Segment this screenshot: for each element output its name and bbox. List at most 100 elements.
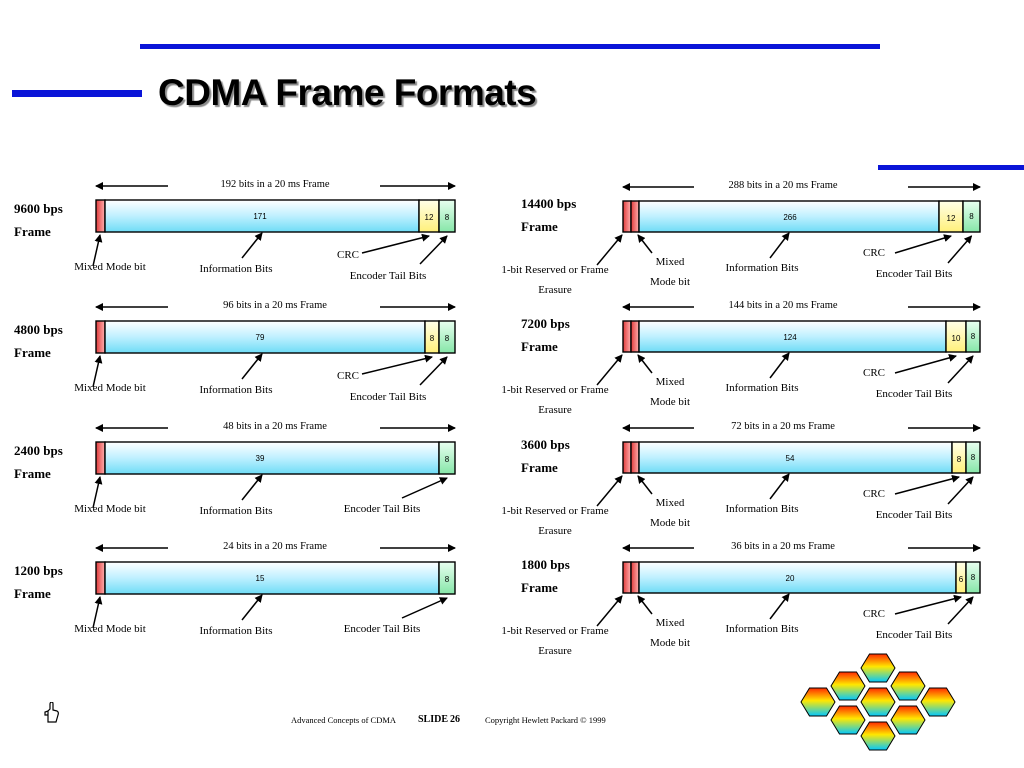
mixed-mode-bit-box	[95, 561, 106, 595]
frame-word: Frame	[14, 586, 51, 601]
information-bits-label: Information Bits	[725, 503, 799, 515]
crc-pointer	[361, 354, 433, 375]
frame-word: Frame	[521, 219, 558, 234]
tail-bits-pointer	[947, 596, 974, 625]
reserved-bit-box	[622, 200, 632, 233]
tail-bits-count: 8	[444, 455, 450, 464]
information-bits-pointer	[769, 593, 790, 620]
tail-bits-count: 8	[444, 213, 450, 222]
tail-bits-box	[965, 320, 981, 353]
frame-word: Frame	[521, 339, 558, 354]
reserved-label-line2: Erasure	[538, 525, 572, 537]
crc-label: CRC	[863, 247, 886, 259]
information-bits-label: Information Bits	[199, 263, 273, 275]
tail-bits-label: Encoder Tail Bits	[349, 391, 427, 403]
span-label: 144 bits in a 20 ms Frame	[728, 300, 838, 311]
slide-footer: Advanced Concepts of CDMA SLIDE 26 Copyr…	[0, 714, 1024, 730]
honeycomb-cell	[920, 687, 956, 717]
information-bits-label: Information Bits	[199, 625, 273, 637]
tail-bits-box	[438, 320, 456, 354]
tail-bits-pointer	[947, 476, 974, 505]
footer-slide-number: 26	[450, 714, 460, 725]
tail-bits-box	[965, 561, 981, 594]
frame-word: Frame	[14, 224, 51, 239]
mixed-mode-label-line2: Mode bit	[649, 517, 691, 529]
information-bits-pointer	[241, 232, 263, 259]
mixed-mode-label: Mixed Mode bit	[74, 623, 146, 635]
honeycomb-cell	[860, 721, 896, 751]
crc-bits-count: 8	[429, 334, 435, 343]
reserved-label: 1-bit Reserved or Frame	[501, 625, 609, 637]
reserved-label: 1-bit Reserved or Frame	[501, 264, 609, 276]
mixed-mode-pointer	[92, 476, 103, 509]
reserved-label-line2: Erasure	[538, 645, 572, 657]
mixed-mode-label: Mixed	[655, 617, 685, 629]
crc-label: CRC	[863, 367, 886, 379]
mixed-mode-label: Mixed	[655, 376, 685, 388]
tail-bits-count: 8	[970, 573, 976, 582]
crc-label: CRC	[863, 488, 886, 500]
mixed-mode-bit-box	[630, 561, 640, 594]
reserved-pointer	[596, 595, 623, 627]
footer-slide-label: SLIDE	[418, 714, 449, 725]
tail-bits-pointer	[419, 235, 448, 265]
tail-bits-pointer	[947, 355, 974, 384]
frame-word: Frame	[14, 345, 51, 360]
info-bits-count: 39	[255, 454, 265, 463]
rate-label: 9600 bps	[14, 201, 63, 216]
crc-bits-count: 12	[946, 214, 956, 223]
tail-bits-box	[438, 199, 456, 233]
span-label: 36 bits in a 20 ms Frame	[731, 541, 835, 552]
information-bits-label: Information Bits	[199, 505, 273, 517]
reserved-bit-box	[622, 441, 632, 474]
mixed-mode-pointer	[92, 596, 103, 629]
mixed-mode-pointer	[637, 595, 653, 615]
crc-label: CRC	[863, 608, 886, 620]
crc-pointer	[361, 233, 430, 254]
honeycomb-cell	[890, 671, 926, 701]
crc-bits-count: 6	[958, 575, 964, 584]
rate-label: 14400 bps	[521, 196, 577, 211]
info-bits-count: 79	[255, 333, 265, 342]
tail-bits-count: 8	[444, 575, 450, 584]
information-bits-label: Information Bits	[725, 382, 799, 394]
honeycomb-cell	[890, 705, 926, 735]
rate-label: 3600 bps	[521, 437, 570, 452]
mixed-mode-label-line2: Mode bit	[649, 637, 691, 649]
information-bits-pointer	[769, 232, 790, 259]
tail-bits-pointer	[947, 235, 973, 264]
tail-bits-box	[962, 200, 981, 233]
crc-pointer	[894, 354, 957, 374]
mixed-mode-label: Mixed Mode bit	[74, 382, 146, 394]
footer-copyright: Copyright Hewlett Packard © 1999	[485, 715, 606, 725]
pointing-hand-icon[interactable]	[44, 702, 60, 724]
information-bits-label: Information Bits	[725, 623, 799, 635]
span-label: 72 bits in a 20 ms Frame	[731, 421, 835, 432]
mixed-mode-label: Mixed	[655, 256, 685, 268]
reserved-label-line2: Erasure	[538, 284, 572, 296]
information-bits-pointer	[241, 594, 263, 621]
mixed-mode-label-line2: Mode bit	[649, 276, 691, 288]
reserved-label: 1-bit Reserved or Frame	[501, 505, 609, 517]
reserved-pointer	[596, 234, 623, 266]
crc-pointer	[894, 594, 962, 615]
span-label: 288 bits in a 20 ms Frame	[728, 180, 838, 191]
tail-bits-label: Encoder Tail Bits	[875, 629, 953, 641]
honeycomb-logo-icon	[800, 653, 956, 751]
tail-bits-count: 8	[969, 212, 974, 221]
mixed-mode-pointer	[637, 354, 653, 374]
footer-course: Advanced Concepts of CDMA	[291, 715, 397, 725]
reserved-label-line2: Erasure	[538, 404, 572, 416]
title-left-rule	[12, 90, 142, 97]
slide-title: CDMA Frame Formats	[158, 72, 537, 113]
reserved-bit-box	[622, 561, 632, 594]
crc-bits-count: 10	[951, 334, 961, 343]
info-bits-count: 15	[255, 574, 265, 583]
right-rule	[878, 165, 1024, 170]
honeycomb-cell	[800, 687, 836, 717]
information-bits-label: Information Bits	[199, 384, 273, 396]
information-bits-pointer	[241, 353, 263, 380]
top-rule	[140, 44, 880, 49]
tail-bits-pointer	[401, 597, 448, 619]
crc-box	[938, 200, 964, 233]
